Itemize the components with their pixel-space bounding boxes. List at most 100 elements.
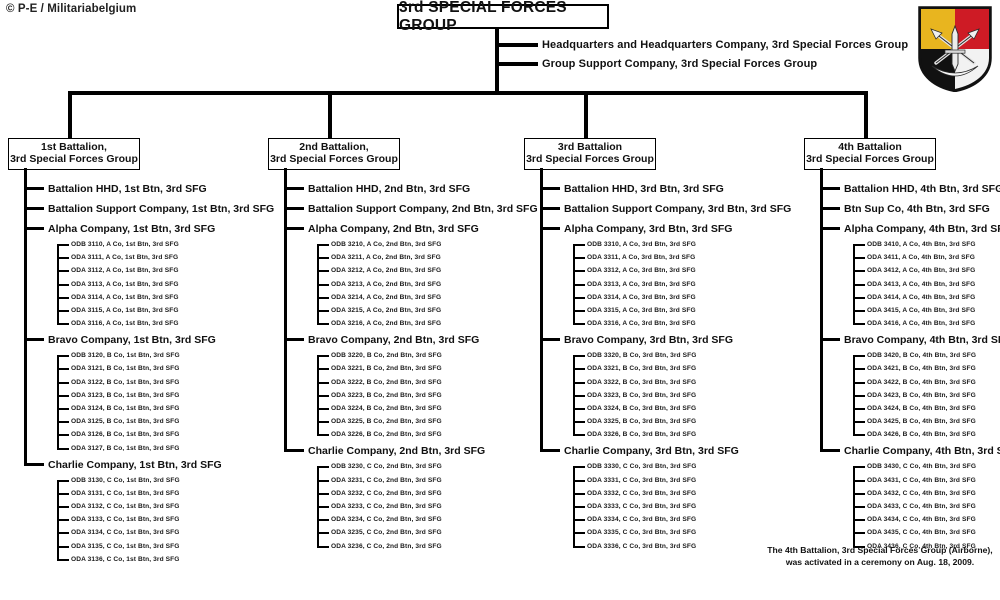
team-label[interactable]: ODA 3232, C Co, 2nd Btn, 3rd SFG xyxy=(331,489,442,497)
unit-label[interactable]: Bravo Company, 3rd Btn, 3rd SFG xyxy=(564,334,733,347)
team-label[interactable]: ODA 3135, C Co, 1st Btn, 3rd SFG xyxy=(71,542,180,550)
team-label[interactable]: ODA 3424, B Co, 4th Btn, 3rd SFG xyxy=(867,405,976,412)
team-label[interactable]: ODA 3435, C Co, 4th Btn, 3rd SFG xyxy=(867,529,976,537)
team-label[interactable]: ODA 3124, B Co, 1st Btn, 3rd SFG xyxy=(71,405,180,412)
team-label[interactable]: ODB 3420, B Co, 4th Btn, 3rd SFG xyxy=(867,352,977,360)
team-label[interactable]: ODA 3436, C Co, 4th Btn, 3rd SFG xyxy=(867,542,976,550)
unit-label[interactable]: Charlie Company, 2nd Btn, 3rd SFG xyxy=(308,445,486,458)
team-label[interactable]: ODA 3422, B Co, 4th Btn, 3rd SFG xyxy=(867,378,976,386)
unit-label[interactable]: Bravo Company, 1st Btn, 3rd SFG xyxy=(48,334,216,347)
team-label[interactable]: ODA 3111, A Co, 1st Btn, 3rd SFG xyxy=(71,254,179,262)
team-label[interactable]: ODB 3230, C Co, 2nd Btn, 3rd SFG xyxy=(331,463,442,471)
team-label[interactable]: ODA 3334, C Co, 3rd Btn, 3rd SFG xyxy=(587,516,697,524)
unit-label[interactable]: Alpha Company, 3rd Btn, 3rd SFG xyxy=(564,223,733,235)
team-label[interactable]: ODA 3332, C Co, 3rd Btn, 3rd SFG xyxy=(587,489,697,497)
team-label[interactable]: ODB 3310, A Co, 3rd Btn, 3rd SFG xyxy=(587,241,696,248)
team-label[interactable]: ODB 3110, A Co, 1st Btn, 3rd SFG xyxy=(71,241,179,248)
team-label[interactable]: ODA 3114, A Co, 1st Btn, 3rd SFG xyxy=(71,293,179,301)
team-label[interactable]: ODA 3133, C Co, 1st Btn, 3rd SFG xyxy=(71,516,180,524)
team-label[interactable]: ODA 3412, A Co, 4th Btn, 3rd SFG xyxy=(867,267,976,275)
unit-label[interactable]: Bravo Company, 2nd Btn, 3rd SFG xyxy=(308,334,480,347)
team-label[interactable]: ODA 3324, B Co, 3rd Btn, 3rd SFG xyxy=(587,405,697,412)
team-label[interactable]: ODA 3432, C Co, 4th Btn, 3rd SFG xyxy=(867,489,976,497)
unit-label[interactable]: Charlie Company, 4th Btn, 3rd SFG xyxy=(844,445,1000,458)
unit-label[interactable]: Battalion HHD, 3rd Btn, 3rd SFG xyxy=(564,183,724,195)
unit-label[interactable]: Charlie Company, 3rd Btn, 3rd SFG xyxy=(564,445,739,458)
team-label[interactable]: ODB 3130, C Co, 1st Btn, 3rd SFG xyxy=(71,476,180,484)
team-label[interactable]: ODA 3134, C Co, 1st Btn, 3rd SFG xyxy=(71,529,180,537)
unit-label[interactable]: Battalion HHD, 1st Btn, 3rd SFG xyxy=(48,183,207,195)
team-label[interactable]: ODA 3314, A Co, 3rd Btn, 3rd SFG xyxy=(587,293,696,301)
team-label[interactable]: ODA 3225, B Co, 2nd Btn, 3rd SFG xyxy=(331,418,442,426)
team-label[interactable]: ODA 3115, A Co, 1st Btn, 3rd SFG xyxy=(71,307,179,314)
team-label[interactable]: ODA 3335, C Co, 3rd Btn, 3rd SFG xyxy=(587,529,697,537)
team-label[interactable]: ODB 3330, C Co, 3rd Btn, 3rd SFG xyxy=(587,463,697,471)
team-label[interactable]: ODA 3333, C Co, 3rd Btn, 3rd SFG xyxy=(587,503,697,510)
team-label[interactable]: ODA 3113, A Co, 1st Btn, 3rd SFG xyxy=(71,280,179,288)
team-label[interactable]: ODA 3415, A Co, 4th Btn, 3rd SFG xyxy=(867,307,976,314)
unit-label[interactable]: Alpha Company, 2nd Btn, 3rd SFG xyxy=(308,223,479,235)
team-label[interactable]: ODA 3233, C Co, 2nd Btn, 3rd SFG xyxy=(331,503,442,510)
team-label[interactable]: ODA 3331, C Co, 3rd Btn, 3rd SFG xyxy=(587,476,697,484)
team-label[interactable]: ODA 3116, A Co, 1st Btn, 3rd SFG xyxy=(71,320,179,328)
team-label[interactable]: ODA 3226, B Co, 2nd Btn, 3rd SFG xyxy=(331,431,442,439)
unit-label[interactable]: Charlie Company, 1st Btn, 3rd SFG xyxy=(48,458,222,471)
team-label[interactable]: ODA 3313, A Co, 3rd Btn, 3rd SFG xyxy=(587,280,696,288)
unit-label[interactable]: Battalion Support Company, 3rd Btn, 3rd … xyxy=(564,203,792,215)
team-label[interactable]: ODA 3431, C Co, 4th Btn, 3rd SFG xyxy=(867,476,976,484)
team-label[interactable]: ODA 3211, A Co, 2nd Btn, 3rd SFG xyxy=(331,254,441,262)
unit-label[interactable]: Battalion HHD, 4th Btn, 3rd SFG xyxy=(844,183,1000,195)
1st-battalion-box[interactable]: 1st Battalion,3rd Special Forces Group xyxy=(8,138,140,170)
team-label[interactable]: ODB 3120, B Co, 1st Btn, 3rd SFG xyxy=(71,352,180,360)
team-label[interactable]: ODA 3414, A Co, 4th Btn, 3rd SFG xyxy=(867,293,976,301)
team-label[interactable]: ODA 3321, B Co, 3rd Btn, 3rd SFG xyxy=(587,365,697,373)
team-label[interactable]: ODA 3123, B Co, 1st Btn, 3rd SFG xyxy=(71,391,180,399)
team-label[interactable]: ODA 3127, B Co, 1st Btn, 3rd SFG xyxy=(71,444,180,452)
unit-label[interactable]: Battalion Support Company, 1st Btn, 3rd … xyxy=(48,203,275,215)
team-label[interactable]: ODA 3423, B Co, 4th Btn, 3rd SFG xyxy=(867,391,976,399)
team-label[interactable]: ODA 3132, C Co, 1st Btn, 3rd SFG xyxy=(71,503,180,510)
team-label[interactable]: ODA 3433, C Co, 4th Btn, 3rd SFG xyxy=(867,503,976,510)
unit-label[interactable]: Btn Sup Co, 4th Btn, 3rd SFG xyxy=(844,203,990,215)
team-label[interactable]: ODA 3126, B Co, 1st Btn, 3rd SFG xyxy=(71,431,180,439)
team-label[interactable]: ODA 3112, A Co, 1st Btn, 3rd SFG xyxy=(71,267,179,275)
team-label[interactable]: ODA 3421, B Co, 4th Btn, 3rd SFG xyxy=(867,365,976,373)
team-label[interactable]: ODA 3311, A Co, 3rd Btn, 3rd SFG xyxy=(587,254,696,262)
team-label[interactable]: ODA 3125, B Co, 1st Btn, 3rd SFG xyxy=(71,418,180,426)
team-label[interactable]: ODA 3136, C Co, 1st Btn, 3rd SFG xyxy=(71,555,180,563)
team-label[interactable]: ODA 3131, C Co, 1st Btn, 3rd SFG xyxy=(71,489,180,497)
team-label[interactable]: ODA 3212, A Co, 2nd Btn, 3rd SFG xyxy=(331,267,442,275)
team-label[interactable]: ODA 3323, B Co, 3rd Btn, 3rd SFG xyxy=(587,391,697,399)
team-label[interactable]: ODA 3224, B Co, 2nd Btn, 3rd SFG xyxy=(331,405,442,412)
team-label[interactable]: ODB 3410, A Co, 4th Btn, 3rd SFG xyxy=(867,241,976,248)
team-label[interactable]: ODA 3223, B Co, 2nd Btn, 3rd SFG xyxy=(331,391,442,399)
team-label[interactable]: ODA 3416, A Co, 4th Btn, 3rd SFG xyxy=(867,320,976,328)
team-label[interactable]: ODA 3213, A Co, 2nd Btn, 3rd SFG xyxy=(331,280,442,288)
unit-label[interactable]: Battalion HHD, 2nd Btn, 3rd SFG xyxy=(308,183,471,195)
team-label[interactable]: ODA 3214, A Co, 2nd Btn, 3rd SFG xyxy=(331,293,442,301)
team-label[interactable]: ODA 3222, B Co, 2nd Btn, 3rd SFG xyxy=(331,378,442,386)
team-label[interactable]: ODA 3426, B Co, 4th Btn, 3rd SFG xyxy=(867,431,976,439)
team-label[interactable]: ODB 3320, B Co, 3rd Btn, 3rd SFG xyxy=(587,352,697,360)
team-label[interactable]: ODA 3235, C Co, 2nd Btn, 3rd SFG xyxy=(331,529,442,537)
unit-label[interactable]: Bravo Company, 4th Btn, 3rd SFG xyxy=(844,334,1000,347)
unit-label[interactable]: Battalion Support Company, 2nd Btn, 3rd … xyxy=(308,203,538,215)
unit-label[interactable]: Alpha Company, 4th Btn, 3rd SFG xyxy=(844,223,1000,235)
team-label[interactable]: ODA 3316, A Co, 3rd Btn, 3rd SFG xyxy=(587,320,696,328)
team-label[interactable]: ODA 3121, B Co, 1st Btn, 3rd SFG xyxy=(71,365,180,373)
team-label[interactable]: ODA 3425, B Co, 4th Btn, 3rd SFG xyxy=(867,418,976,426)
team-label[interactable]: ODA 3122, B Co, 1st Btn, 3rd SFG xyxy=(71,378,180,386)
unit-label[interactable]: Alpha Company, 1st Btn, 3rd SFG xyxy=(48,223,216,235)
team-label[interactable]: ODA 3221, B Co, 2nd Btn, 3rd SFG xyxy=(331,365,442,373)
team-label[interactable]: ODA 3322, B Co, 3rd Btn, 3rd SFG xyxy=(587,378,697,386)
2nd-battalion-box[interactable]: 2nd Battalion,3rd Special Forces Group xyxy=(268,138,400,170)
team-label[interactable]: ODA 3411, A Co, 4th Btn, 3rd SFG xyxy=(867,254,975,262)
team-label[interactable]: ODA 3325, B Co, 3rd Btn, 3rd SFG xyxy=(587,418,697,426)
team-label[interactable]: ODA 3236, C Co, 2nd Btn, 3rd SFG xyxy=(331,542,442,550)
team-label[interactable]: ODA 3215, A Co, 2nd Btn, 3rd SFG xyxy=(331,307,442,314)
team-label[interactable]: ODB 3430, C Co, 4th Btn, 3rd SFG xyxy=(867,463,977,471)
team-label[interactable]: ODA 3413, A Co, 4th Btn, 3rd SFG xyxy=(867,280,976,288)
team-label[interactable]: ODA 3336, C Co, 3rd Btn, 3rd SFG xyxy=(587,542,697,550)
